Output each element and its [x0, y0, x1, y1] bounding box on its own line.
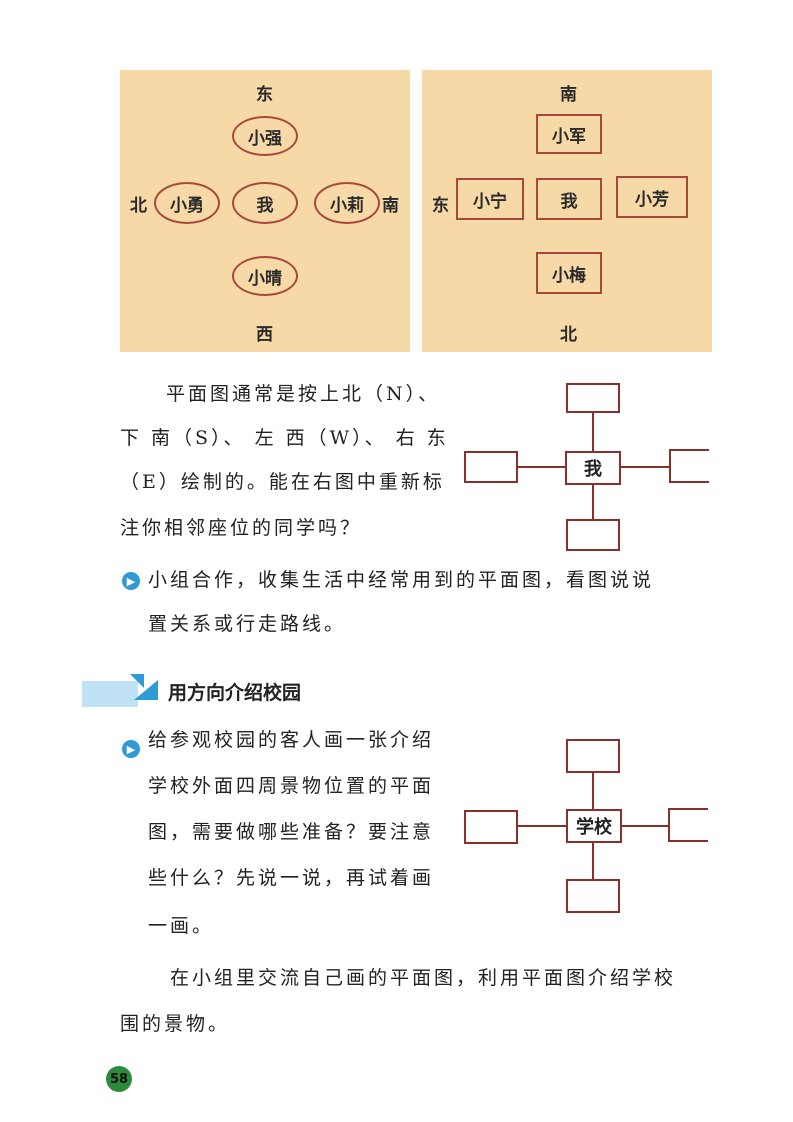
direction-left-label: 东	[432, 196, 449, 216]
connector-line	[592, 413, 594, 451]
paragraph-line: 平面图通常是按上北（N）、	[166, 383, 441, 405]
direction-left-label: 北	[130, 196, 147, 216]
activity-line: 小组合作，收集生活中经常用到的平面图，看图说说	[148, 569, 655, 591]
blank-box-top	[566, 739, 620, 773]
activity-line: 些什么？先说一说，再试着画	[148, 867, 435, 889]
blank-box-top	[566, 383, 620, 413]
seating-panel-right: 南 北 东 小军 我 小宁 小芳 小梅	[422, 70, 712, 352]
activity-line: 给参观校园的客人画一张介绍	[148, 729, 435, 751]
section-title: 用方向介绍校园	[168, 682, 302, 704]
classmate-up-oval: 小强	[232, 116, 298, 156]
direction-right-label: 南	[382, 196, 399, 216]
classmate-up-box: 小军	[536, 114, 602, 154]
section-bar	[82, 681, 138, 707]
direction-bottom-label: 北	[560, 325, 577, 345]
connector-line	[592, 773, 594, 809]
classmate-down-oval: 小晴	[232, 256, 298, 296]
connector-line	[518, 466, 565, 468]
blank-box-left	[464, 451, 518, 483]
classmate-right-oval: 小莉	[314, 182, 380, 224]
connector-line	[592, 485, 594, 519]
activity-line: 学校外面四周景物位置的平面	[148, 775, 435, 797]
play-icon: ▶	[122, 740, 140, 758]
section-marker-icon	[130, 674, 158, 700]
activity-line: 图，需要做哪些准备？要注意	[148, 821, 435, 843]
activity-line: 置关系或行走路线。	[148, 613, 347, 635]
classmate-left-box: 小宁	[456, 178, 524, 220]
self-oval: 我	[232, 182, 298, 224]
connector-line	[592, 843, 594, 879]
blank-box-right	[668, 808, 708, 842]
paragraph-line: 注你相邻座位的同学吗？	[120, 517, 363, 539]
classmate-right-box: 小芳	[616, 176, 688, 218]
connector-line	[621, 466, 669, 468]
blank-box-bottom	[566, 519, 620, 551]
connector-line	[518, 825, 566, 827]
direction-bottom-label: 西	[256, 325, 273, 345]
blank-box-left	[464, 810, 518, 844]
paragraph-line: （E）绘制的。能在右图中重新标	[120, 471, 445, 493]
paragraph-line: 围的景物。	[120, 1013, 231, 1035]
classmate-down-box: 小梅	[536, 252, 602, 294]
activity-line: 一画。	[148, 915, 215, 937]
direction-top-label: 东	[256, 85, 273, 105]
seating-panel-left: 东 西 北 南 小强 我 小勇 小莉 小晴	[120, 70, 410, 352]
connector-line	[622, 825, 668, 827]
blank-box-bottom	[566, 879, 620, 913]
blank-box-right	[669, 449, 709, 483]
direction-top-label: 南	[560, 85, 577, 105]
center-box: 学校	[566, 809, 622, 843]
paragraph-line: 在小组里交流自己画的平面图，利用平面图介绍学校	[170, 967, 677, 989]
play-icon: ▶	[122, 572, 140, 590]
page-number: 58	[106, 1066, 132, 1092]
self-box: 我	[536, 178, 602, 220]
paragraph-line: 下 南（S）、 左 西（W）、 右 东	[120, 427, 449, 449]
center-box: 我	[565, 451, 621, 485]
classmate-left-oval: 小勇	[154, 182, 220, 224]
